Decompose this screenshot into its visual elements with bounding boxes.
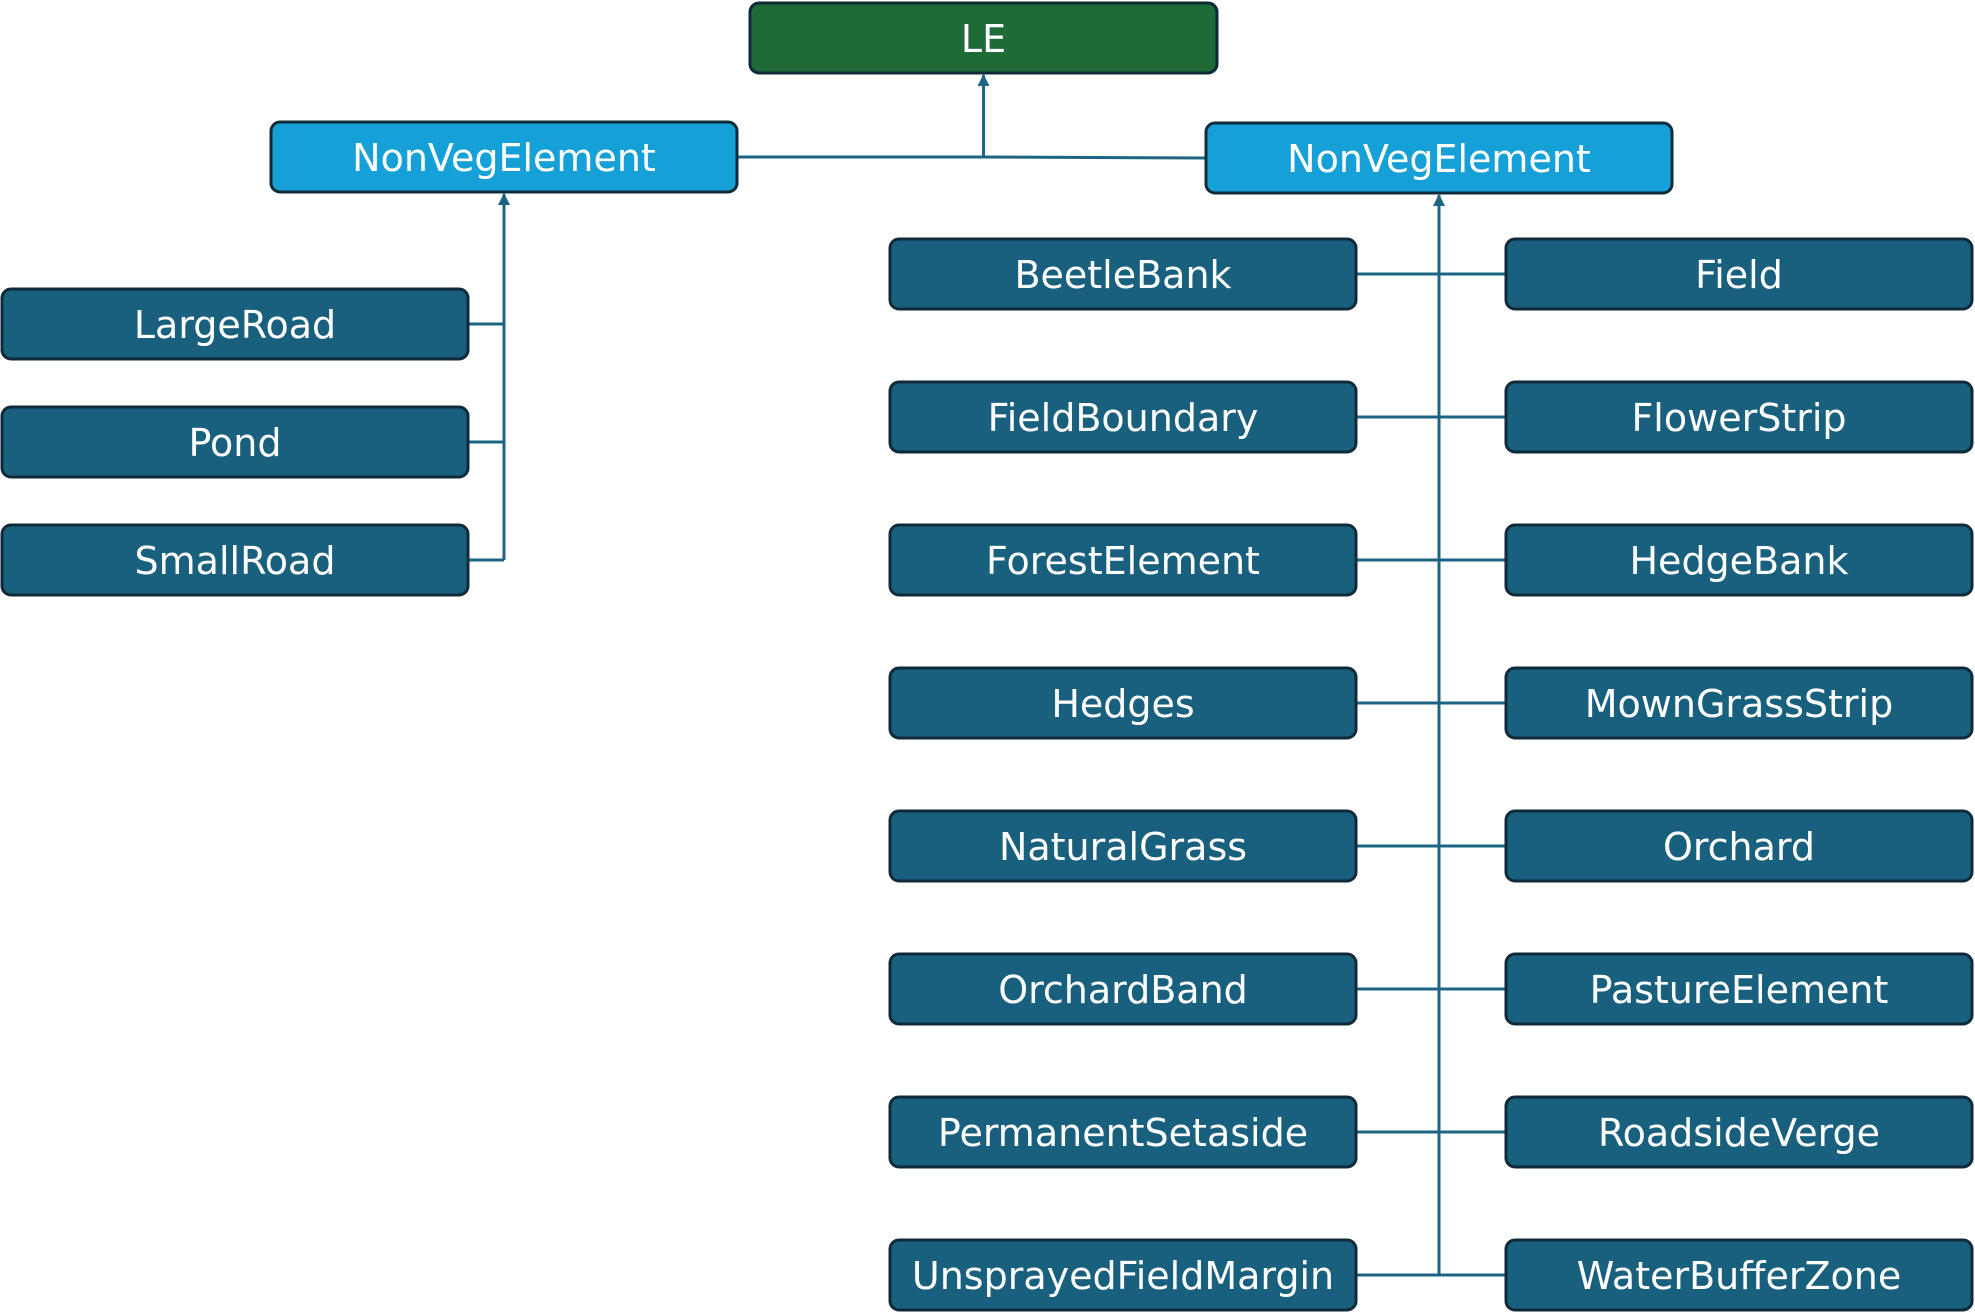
leaf-node-hedges-box bbox=[888, 666, 1358, 740]
leaf-node-beetle-bank: BeetleBank bbox=[888, 237, 1358, 311]
leaf-node-large-road-box bbox=[0, 287, 470, 361]
leaf-node-permanent-setaside-box bbox=[888, 1095, 1358, 1169]
leaf-node-beetle-bank-box bbox=[888, 237, 1358, 311]
leaf-node-mown-grass-strip-label: MownGrassStrip bbox=[1585, 682, 1893, 726]
leaf-node-hedges: Hedges bbox=[888, 666, 1358, 740]
leaf-node-field-boundary-label: FieldBoundary bbox=[988, 396, 1259, 440]
right-branch-arrow-icon bbox=[1433, 194, 1445, 206]
leaf-node-roadside-verge: RoadsideVerge bbox=[1504, 1095, 1974, 1169]
leaf-node-water-buffer-zone-box bbox=[1504, 1238, 1974, 1312]
leaf-node-natural-grass-box bbox=[888, 809, 1358, 883]
leaf-node-mown-grass-strip: MownGrassStrip bbox=[1504, 666, 1974, 740]
branch-node-right-label: NonVegElement bbox=[1287, 137, 1591, 181]
leaf-node-water-buffer-zone: WaterBufferZone bbox=[1504, 1238, 1974, 1312]
root-branch-connector bbox=[737, 155, 1207, 160]
root-arrow-icon bbox=[977, 74, 990, 86]
leaf-node-flower-strip-label: FlowerStrip bbox=[1631, 396, 1846, 440]
branch-node-left-label: NonVegElement bbox=[352, 136, 656, 180]
leaf-node-field-box bbox=[1504, 237, 1974, 311]
leaf-node-hedge-bank-box bbox=[1504, 523, 1974, 597]
leaf-node-pond-label: Pond bbox=[188, 421, 281, 465]
leaf-node-forest-element: ForestElement bbox=[888, 523, 1358, 597]
leaf-node-field-boundary: FieldBoundary bbox=[888, 380, 1358, 454]
leaf-node-natural-grass-label: NaturalGrass bbox=[999, 825, 1247, 869]
leaf-node-large-road: LargeRoad bbox=[0, 287, 470, 361]
branch-node-right: NonVegElement bbox=[1204, 121, 1674, 195]
leaf-node-roadside-verge-label: RoadsideVerge bbox=[1598, 1111, 1880, 1155]
leaf-node-orchard-box bbox=[1504, 809, 1974, 883]
leaf-node-flower-strip: FlowerStrip bbox=[1504, 380, 1974, 454]
left-branch-arrow-icon bbox=[498, 193, 510, 205]
leaf-node-small-road-box bbox=[0, 523, 470, 597]
leaf-node-flower-strip-box bbox=[1504, 380, 1974, 454]
leaf-node-mown-grass-strip-box bbox=[1504, 666, 1974, 740]
leaf-node-small-road: SmallRoad bbox=[0, 523, 470, 597]
leaf-node-orchard: Orchard bbox=[1504, 809, 1974, 883]
leaf-node-beetle-bank-label: BeetleBank bbox=[1014, 253, 1231, 297]
leaf-node-hedges-label: Hedges bbox=[1051, 682, 1194, 726]
leaf-node-roadside-verge-box bbox=[1504, 1095, 1974, 1169]
leaf-node-pasture-element-label: PastureElement bbox=[1590, 968, 1889, 1012]
root-node-le: LE bbox=[748, 1, 1219, 75]
leaf-node-pond: Pond bbox=[0, 405, 470, 479]
root-node-le-label: LE bbox=[961, 17, 1006, 61]
leaf-node-orchard-band-box bbox=[888, 952, 1358, 1026]
branch-node-left-box bbox=[269, 120, 739, 194]
leaf-node-orchard-band: OrchardBand bbox=[888, 952, 1358, 1026]
leaf-node-hedge-bank-label: HedgeBank bbox=[1629, 539, 1848, 583]
leaf-node-small-road-label: SmallRoad bbox=[135, 539, 336, 583]
leaf-node-pasture-element: PastureElement bbox=[1504, 952, 1974, 1026]
leaf-node-field-boundary-box bbox=[888, 380, 1358, 454]
leaf-node-field: Field bbox=[1504, 237, 1974, 311]
branch-node-left: NonVegElement bbox=[269, 120, 739, 194]
leaf-node-large-road-label: LargeRoad bbox=[134, 303, 336, 347]
branch-node-right-box bbox=[1204, 121, 1674, 195]
leaf-node-water-buffer-zone-label: WaterBufferZone bbox=[1577, 1254, 1901, 1298]
leaf-node-permanent-setaside: PermanentSetaside bbox=[888, 1095, 1358, 1169]
leaf-node-orchard-band-label: OrchardBand bbox=[998, 968, 1248, 1012]
leaf-node-forest-element-label: ForestElement bbox=[986, 539, 1260, 583]
leaf-node-field-label: Field bbox=[1695, 253, 1783, 297]
leaf-node-pasture-element-box bbox=[1504, 952, 1974, 1026]
leaf-node-unsprayed-field-margin-box bbox=[888, 1238, 1358, 1312]
leaf-node-forest-element-box bbox=[888, 523, 1358, 597]
connectors bbox=[468, 74, 1506, 1277]
leaf-node-natural-grass: NaturalGrass bbox=[888, 809, 1358, 883]
leaf-node-hedge-bank: HedgeBank bbox=[1504, 523, 1974, 597]
leaf-node-unsprayed-field-margin-label: UnsprayedFieldMargin bbox=[912, 1254, 1334, 1298]
root-node-le-box bbox=[748, 1, 1219, 75]
leaf-node-unsprayed-field-margin: UnsprayedFieldMargin bbox=[888, 1238, 1358, 1312]
leaf-node-orchard-label: Orchard bbox=[1663, 825, 1815, 869]
leaf-node-pond-box bbox=[0, 405, 470, 479]
leaf-node-permanent-setaside-label: PermanentSetaside bbox=[938, 1111, 1308, 1155]
